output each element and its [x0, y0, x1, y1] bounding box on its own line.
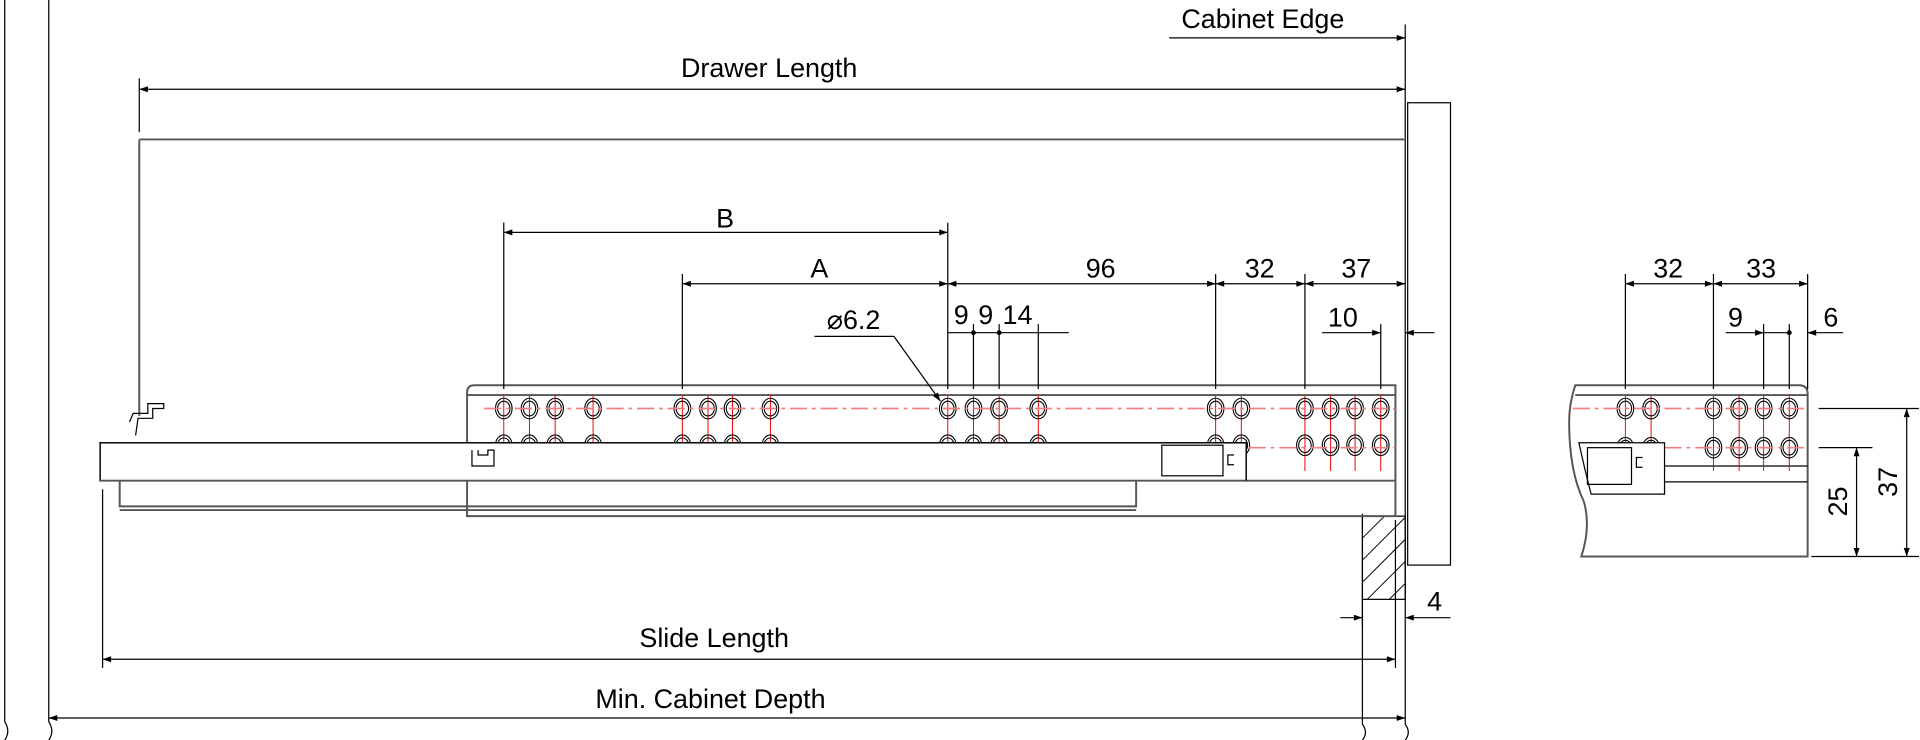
slide-length-label: Slide Length [639, 623, 789, 653]
side-dim-32-label: 32 [1653, 254, 1683, 284]
side-dim-25-label: 25 [1823, 487, 1853, 517]
side-latch [1578, 442, 1666, 495]
dim-96-label: 96 [1086, 254, 1116, 284]
mounting-hole [1346, 434, 1364, 457]
dim-32-label: 32 [1245, 254, 1275, 284]
drawer-member-notch [471, 449, 495, 467]
dim-a-label: A [810, 254, 828, 284]
dim-9b-label: 9 [978, 300, 993, 330]
mounting-hole [1296, 434, 1314, 457]
side-dim-9-label: 9 [1728, 303, 1743, 333]
min-cabinet-depth-dimension: Min. Cabinet Depth [48, 684, 1406, 721]
latch-tab [1227, 454, 1234, 466]
cabinet-side [1361, 24, 1409, 740]
dim-10-label: 10 [1328, 303, 1358, 333]
side-dim-6-label: 6 [1823, 303, 1838, 333]
dimension-b: B [503, 204, 948, 236]
cabinet-edge-label: Cabinet Edge [1181, 4, 1344, 34]
side-detail-view: 32 33 9 6 25 37 [1568, 254, 1919, 558]
cabinet-back-wall [4, 0, 53, 740]
drawer-length-label: Drawer Length [681, 53, 857, 83]
dim-9a-label: 9 [954, 300, 969, 330]
mounting-hole [1371, 434, 1390, 457]
side-dim-33-label: 33 [1746, 254, 1776, 284]
cabinet-edge-callout: Cabinet Edge [1169, 4, 1406, 41]
slide-cabinet-member [466, 384, 1397, 518]
hole-diameter-callout: ⌀6.2 [814, 305, 941, 402]
drawer-front [1407, 102, 1452, 566]
side-latch-lever [1586, 447, 1633, 485]
latch-lever [1161, 444, 1224, 477]
dimension-4: 4 [1340, 586, 1451, 627]
side-latch-tab [1635, 456, 1643, 468]
side-dim-37-label: 37 [1873, 467, 1903, 497]
min-cabinet-depth-label: Min. Cabinet Depth [595, 684, 825, 714]
hatch-pattern [1362, 515, 1406, 600]
hole-spacing-dimensions: 9 9 14 [947, 300, 1069, 336]
drawer-box [128, 138, 1406, 436]
hole-diameter-label: ⌀6.2 [827, 305, 881, 335]
dim-4-label: 4 [1427, 586, 1442, 616]
extension-lines [503, 222, 1382, 389]
dimension-chain-top: A 96 32 37 [682, 254, 1406, 287]
dimension-10: 10 [1322, 303, 1435, 336]
dim-b-label: B [716, 204, 734, 234]
drawer-hook [128, 403, 165, 436]
slide-length-dimension: Slide Length [101, 489, 1397, 668]
mounting-hole [1321, 434, 1340, 457]
slide-drawer-member [99, 442, 1247, 512]
drawer-length-dimension: Drawer Length [138, 53, 1406, 133]
dim-37-label: 37 [1341, 254, 1371, 284]
dim-14-label: 14 [1003, 300, 1033, 330]
